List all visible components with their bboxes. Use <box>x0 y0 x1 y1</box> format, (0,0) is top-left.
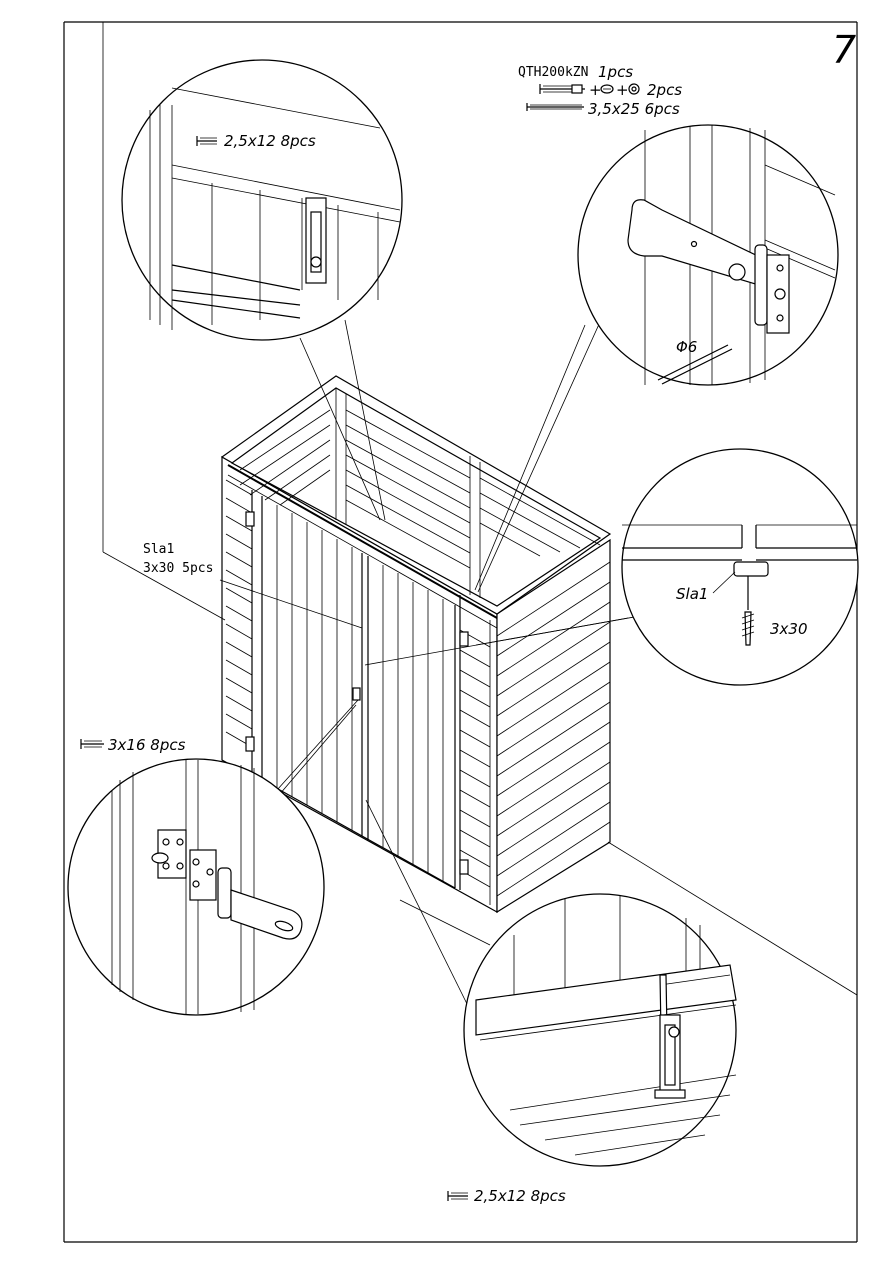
screw-icon-hinge <box>80 739 104 749</box>
shed-side-face <box>496 538 611 914</box>
plus-sign-1: + <box>589 81 602 99</box>
hinge-kit-qty: 1pcs <box>598 63 633 81</box>
shed-hinge-top-right <box>459 631 469 647</box>
sla1-detail-label: Sla1 <box>676 585 708 603</box>
screw-icon-35x25 <box>526 103 584 111</box>
shed-back-wall <box>239 388 601 598</box>
screw-3x30 <box>744 611 752 646</box>
screws-35x25-label: 3,5x25 6pcs <box>588 100 680 118</box>
screw-3x30-detail-label: 3x30 <box>770 620 808 638</box>
sla1-screws-label: 3x30 5pcs <box>143 561 213 576</box>
detail-top-bolt <box>121 59 403 341</box>
shed-doors <box>261 496 456 889</box>
hinge-kit-code: QTH200kZN <box>518 65 588 80</box>
screw-icon-top-bolt <box>196 136 217 146</box>
drill-size-label: Φ6 <box>676 338 697 356</box>
detail-sla1-joint <box>621 448 859 686</box>
bolt-icon-hinge-kit <box>539 84 585 94</box>
detail-hinge <box>577 124 839 386</box>
hinge-washers-qty: 2pcs <box>647 81 682 99</box>
plus-sign-2: + <box>616 81 629 99</box>
screws-top-bolt-label: 2,5x12 8pcs <box>224 132 316 150</box>
screw-icon-bottom-bolt <box>447 1191 468 1201</box>
shed-hinge-bottom-left <box>245 736 255 752</box>
leader-lines <box>102 22 858 1011</box>
shed-bolt <box>352 687 361 701</box>
page-frame <box>63 21 858 1243</box>
detail-bottom-bolt <box>463 893 737 1167</box>
sla1-part-label: Sla1 <box>143 542 174 557</box>
washer-icon <box>600 84 614 94</box>
sla1-cleat <box>733 561 769 577</box>
step-number: 7 <box>832 28 856 72</box>
screws-bottom-bolt-label: 2,5x12 8pcs <box>474 1187 566 1205</box>
nut-icon <box>628 83 640 95</box>
shed <box>220 375 612 914</box>
shed-hinge-top-left <box>245 511 255 527</box>
shed-hinge-bottom-right <box>459 859 469 875</box>
screws-hinge-label: 3x16 8pcs <box>108 736 186 754</box>
detail-hinge-bottom <box>67 758 325 1016</box>
hinge-pin <box>217 867 232 919</box>
shed-side-boards <box>496 561 611 897</box>
